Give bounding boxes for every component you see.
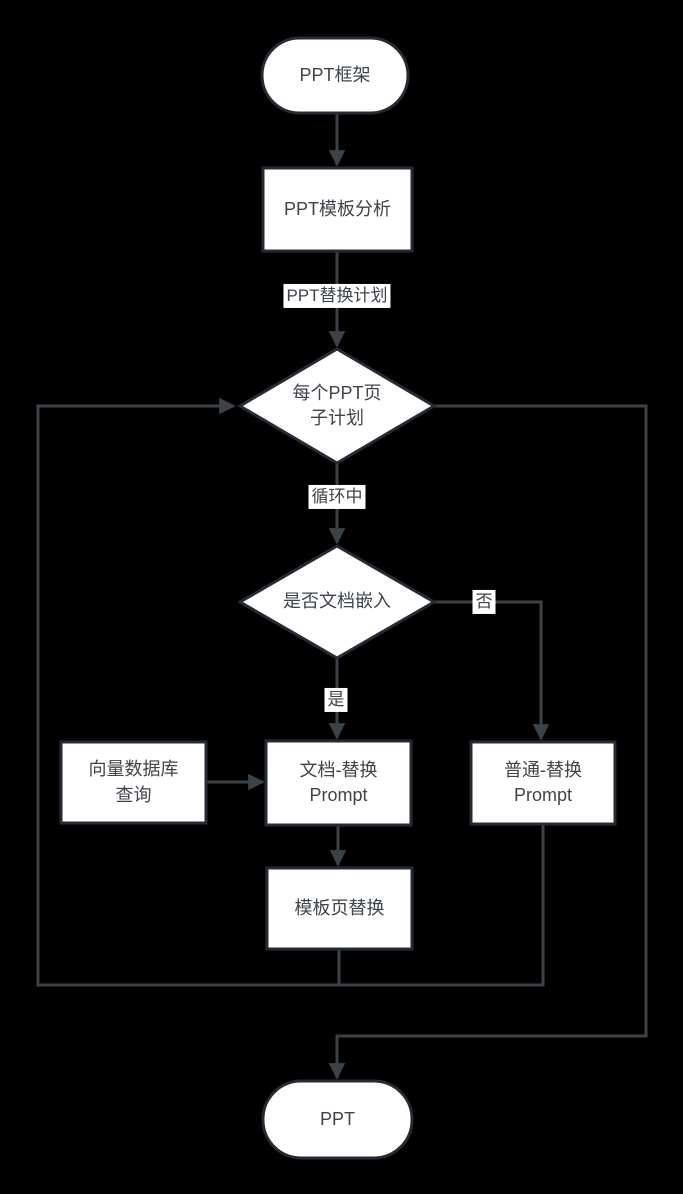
doc-replace-prompt-shape	[264, 739, 413, 827]
vector-db-query-shape	[59, 740, 208, 825]
edge-loop-back-to-pageplan	[36, 397, 545, 987]
edge-label-no: 否	[472, 589, 496, 615]
edge-label-replace-plan: PPT替换计划	[283, 283, 391, 309]
edge-label-looping: 循环中	[308, 484, 366, 510]
normal-replace-prompt-shape	[469, 740, 617, 826]
edge-label-yes: 是	[324, 687, 348, 713]
end-terminal-shape	[261, 1079, 414, 1160]
doc-embed-decision-shape	[236, 544, 438, 660]
page-plan-decision-shape	[237, 347, 437, 465]
edge-docembed-no-to-normalprompt	[434, 600, 550, 741]
start-terminal-shape	[260, 36, 410, 115]
template-analysis-shape	[261, 166, 414, 253]
edge-pageplan-to-end	[328, 404, 648, 1080]
template-page-replace-shape	[265, 866, 414, 951]
